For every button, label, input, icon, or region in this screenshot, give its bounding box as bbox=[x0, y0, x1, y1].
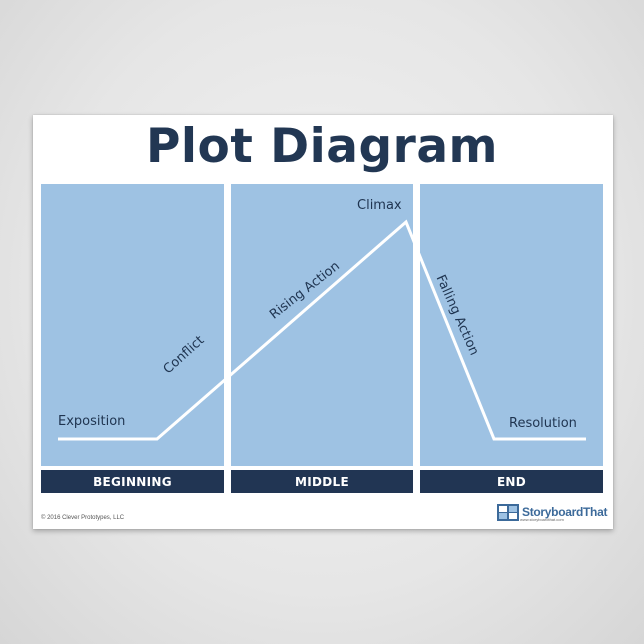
middle-panel bbox=[231, 184, 413, 466]
section-beginning: BEGINNING bbox=[41, 470, 224, 493]
copyright-text: © 2016 Clever Prototypes, LLC bbox=[41, 515, 125, 521]
diagram-title: Plot Diagram bbox=[145, 119, 499, 174]
section-end: END bbox=[420, 470, 603, 493]
label-resolution: Resolution bbox=[509, 416, 577, 431]
section-middle: MIDDLE bbox=[231, 470, 413, 493]
beginning-panel bbox=[41, 184, 224, 466]
label-exposition: Exposition bbox=[58, 414, 126, 429]
brand-name: StoryboardThat bbox=[522, 505, 608, 519]
end-panel bbox=[420, 184, 603, 466]
storyboard-icon bbox=[497, 503, 519, 521]
label-climax: Climax bbox=[357, 198, 402, 213]
brand-url: www.storyboardthat.com bbox=[520, 517, 564, 522]
storyboardthat-logo: StoryboardThat bbox=[497, 502, 607, 522]
